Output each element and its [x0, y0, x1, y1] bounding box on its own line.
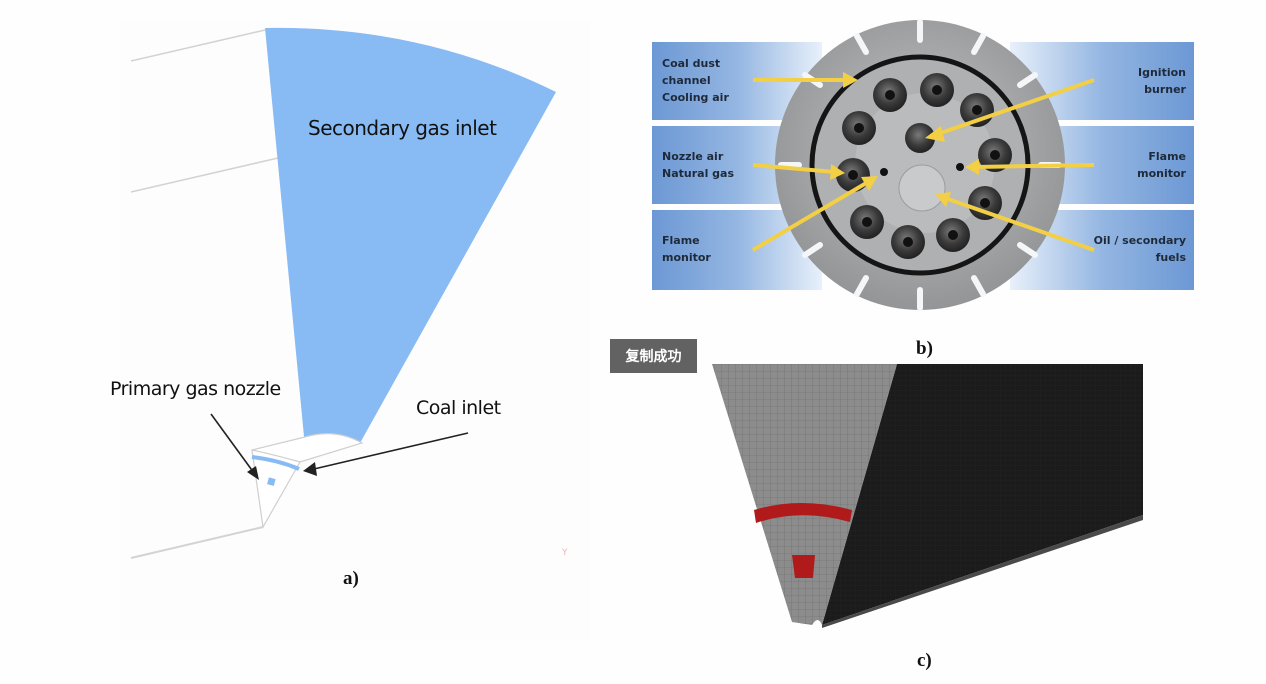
- secondary-gas-inlet-label: Secondary gas inlet: [308, 116, 497, 140]
- flame-monitor-port-right: [956, 163, 964, 171]
- flame-monitor-right-label: Flame monitor: [1137, 150, 1186, 180]
- coal-dust-channel-label: Coal dust channel Cooling air: [662, 57, 729, 104]
- domain-edge-line: [130, 157, 279, 193]
- domain-edge-line: [130, 526, 264, 559]
- mesh-dark-face: [822, 364, 1143, 625]
- secondary-gas-inlet-region: [265, 27, 556, 447]
- domain-edge-line: [130, 29, 266, 62]
- coal-inlet-label: Coal inlet: [416, 397, 501, 419]
- coal-inlet-arrow: [313, 432, 469, 470]
- arrow-head-icon: [247, 466, 259, 480]
- primary-gas-nozzle-label: Primary gas nozzle: [110, 378, 281, 400]
- y-axis-marker: Y: [562, 548, 568, 558]
- coal-inlet-arc: [251, 455, 300, 471]
- oil-fuel-atomizer: [898, 164, 946, 212]
- coal-inlet-highlight: [754, 503, 852, 523]
- nozzle-air-label: Nozzle air Natural gas: [662, 150, 735, 180]
- primary-gas-nozzle-square: [267, 477, 276, 486]
- yellow-callout-arrows: [751, 72, 1095, 252]
- arrow-head-icon: [303, 462, 317, 476]
- flame-monitor-port-left: [880, 168, 888, 176]
- ignition-burner-nozzle: [905, 123, 935, 153]
- coal-nozzles: [836, 73, 1012, 259]
- panel-a-caption: a): [343, 568, 359, 589]
- primary-nozzle-arrow: [210, 413, 255, 474]
- primary-nozzle-highlight: [792, 555, 815, 578]
- flame-monitor-left-label: Flame monitor: [662, 234, 711, 264]
- panel-c-caption: c): [917, 650, 932, 671]
- ignition-burner-label: Ignition burner: [1138, 66, 1186, 96]
- oil-secondary-fuels-label: Oil / secondary fuels: [1093, 234, 1186, 264]
- mesh-light-face: [712, 364, 897, 625]
- panel-b-caption: b): [916, 338, 933, 359]
- mesh-dark-edge: [822, 515, 1143, 628]
- copy-success-toast: 复制成功: [610, 339, 697, 373]
- disc-slots: [778, 19, 1062, 311]
- burner-sector-outline: [251, 449, 301, 529]
